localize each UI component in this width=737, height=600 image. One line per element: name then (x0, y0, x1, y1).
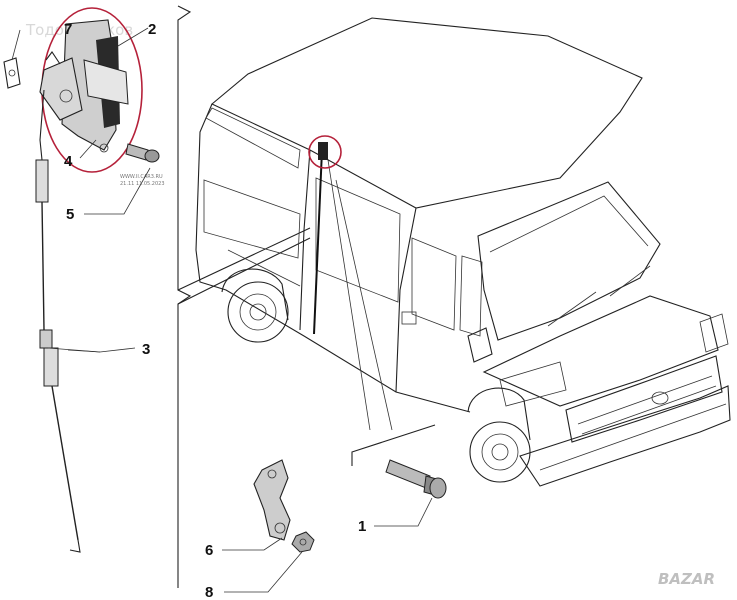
part-clip-7 (3, 57, 21, 89)
svg-text:BAZAR: BAZAR (658, 570, 715, 588)
site-stamp: WWW.II.CAR3.RU 21.11 11.05.2023 (120, 174, 165, 187)
part-nut-8 (291, 531, 315, 553)
callout-3: 3 (142, 341, 150, 358)
callout-7: 7 (64, 21, 72, 38)
brand-logo: BAZAR (658, 570, 715, 588)
frame-bracket (177, 5, 436, 588)
callout-5: 5 (66, 206, 74, 223)
callout-4: 4 (64, 153, 73, 170)
callout-8: 8 (205, 584, 213, 600)
part-lock-4 (39, 19, 129, 153)
callout-6: 6 (205, 542, 213, 559)
svg-text:WWW.II.CAR3.RU: WWW.II.CAR3.RU (120, 174, 163, 180)
part-bolt-1 (385, 459, 447, 499)
part-rod-3 (35, 89, 81, 553)
callout-2: 2 (148, 21, 156, 38)
svg-text:21.11 11.05.2023: 21.11 11.05.2023 (120, 181, 165, 187)
part-lever-6 (253, 459, 291, 541)
part-screw-5 (125, 143, 160, 163)
van-illustration (195, 17, 731, 487)
callout-1: 1 (358, 518, 366, 535)
callout-leaders (11, 27, 433, 593)
callout-labels: 7 2 4 5 3 1 6 8 (64, 21, 366, 600)
